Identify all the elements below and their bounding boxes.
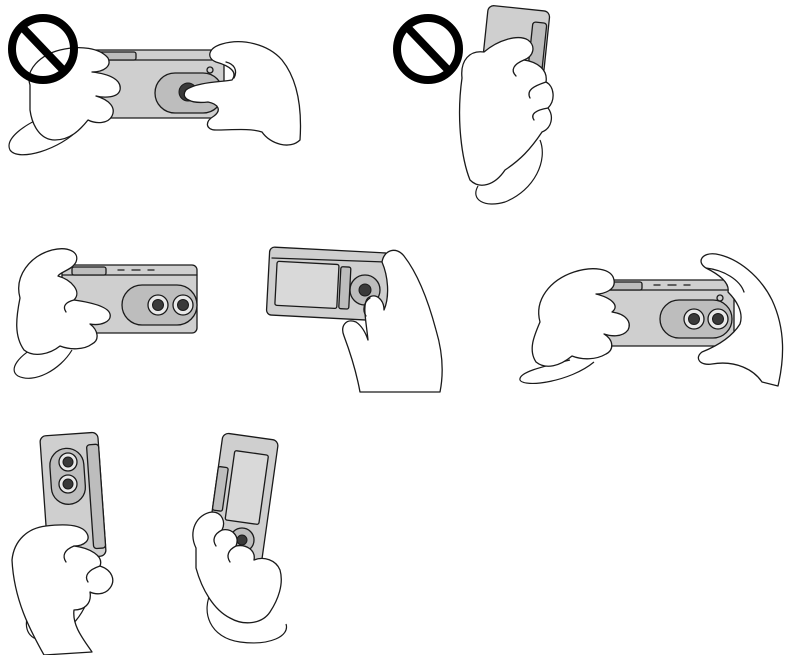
prohibition-slash [407, 27, 449, 71]
side-buttons [339, 267, 351, 309]
correct-hold-vertical-back [193, 433, 287, 643]
wrong-hold-vertical [397, 5, 553, 204]
correct-hold-back-view [266, 247, 442, 392]
left-hand [532, 269, 629, 367]
shutter-button [72, 267, 106, 275]
lcd-screen [275, 261, 339, 308]
correct-hold-vertical-front [12, 432, 113, 655]
wrong-hold-horizontal [9, 18, 300, 155]
correct-hold-horizontal-right [520, 254, 783, 386]
correct-hold-horizontal-left [14, 249, 197, 379]
